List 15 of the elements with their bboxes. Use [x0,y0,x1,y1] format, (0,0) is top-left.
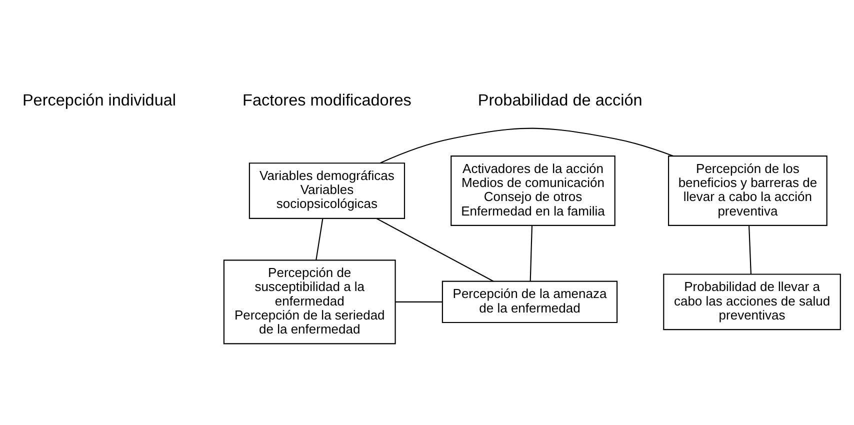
connector [396,300,442,302]
node-box: Activadores de la acción Medios de comunicación Consejo de otros Enfermedad en la familia [450,155,616,226]
node-box: Probabilidad de llevar a cabo las acciones de salud preventivas [663,273,841,330]
label: Factores modificadores [242,91,412,110]
connector [530,225,533,281]
node-box: Percepción de susceptibilidad a la enfermedad Percepción de la seriedad de la enfermedad [223,259,396,344]
label: Probabilidad de acción [478,91,642,110]
connector [316,218,324,260]
node-box: Variables demográficas Variables sociopsicológicas [248,162,406,218]
label: Percepción individual [22,91,176,110]
node-box: Percepción de la amenaza de la enfermedad [442,280,618,323]
node-box: Percepción de los beneficios y barreras de llevar a cabo la acción preventiva [668,155,828,226]
connector [376,218,494,282]
connector [748,225,752,274]
connector [380,127,674,163]
